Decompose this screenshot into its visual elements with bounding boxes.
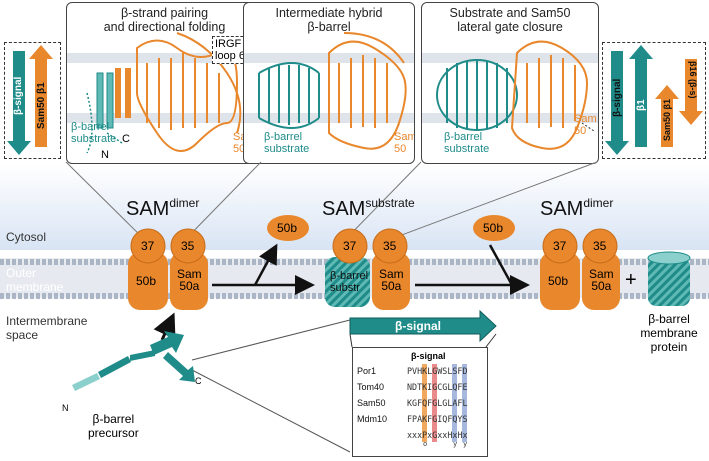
consensus-sub-2: y (453, 440, 458, 448)
beta-signal-arrow (349, 309, 497, 343)
right-strand-box: β-signal β1 Sam50 β1 β16 (β-s) (602, 42, 706, 159)
d3-35: 35 (593, 239, 607, 253)
consensus-sub-1: o (423, 440, 428, 448)
sam-dimer-2 (540, 228, 620, 310)
panel-1-n-label: N (101, 149, 109, 161)
seq-row-2: Tom40 (357, 382, 385, 392)
state-label-1: SAMdimer (126, 196, 200, 220)
plus-sign: + (625, 269, 637, 291)
inset-title: β-signal (411, 351, 446, 361)
col-highlight-4 (462, 364, 467, 442)
seq-row-3-seq: KGFQFGLGLAFL (407, 398, 468, 408)
col-highlight-3 (452, 364, 457, 442)
signal-arrow-label: β-signal (395, 319, 441, 333)
panel-3-structure (422, 40, 598, 150)
free-50b-1-label: 50b (277, 221, 298, 235)
state-label-3: SAMdimer (540, 196, 614, 220)
seq-row-3: Sam50 (357, 398, 386, 408)
precursor-c: C (195, 376, 202, 386)
precursor-n: N (62, 403, 69, 413)
free-50b-1 (267, 215, 309, 241)
d1-50b: 50b (136, 274, 157, 288)
left-strand-box: β-signal Sam50 β1 (4, 42, 61, 159)
free-50b-2 (473, 215, 515, 241)
consensus-seq: xxxPxGxxHxHx (407, 430, 468, 440)
d3-37: 37 (553, 239, 567, 253)
sam-substrate-complex (325, 228, 410, 310)
d3-50b: 50b (548, 274, 569, 288)
col-highlight-1 (422, 364, 427, 442)
consensus-sub-3: y (463, 440, 468, 448)
seq-row-4: Mdm10 (357, 414, 388, 424)
sam-dimer-1 (128, 228, 208, 310)
product-barrel (647, 251, 691, 306)
d2-37: 37 (343, 239, 357, 253)
panel-1-c-label: C (122, 133, 130, 145)
panel-1-structure (67, 32, 262, 154)
d1-37: 37 (141, 239, 155, 253)
seq-row-1: Por1 (357, 366, 377, 376)
sequence-inset: β-signal Por1 PVHKLGWSLSFD Tom40 NDTKIGC… (352, 347, 488, 457)
state-label-2: SAMsubstrate (322, 196, 415, 220)
seq-row-4-seq: FPAKFGIQFQYS (407, 414, 468, 424)
panel-2-structure (244, 32, 414, 150)
seq-row-1-seq: PVHKLGWSLSFD (407, 366, 468, 376)
col-highlight-2 (432, 364, 437, 442)
free-50b-2-label: 50b (483, 221, 504, 235)
precursor-strands (72, 331, 195, 391)
d2-35: 35 (383, 239, 397, 253)
cytosol-label: Cytosol (6, 230, 47, 244)
d1-35: 35 (181, 239, 195, 253)
seq-row-2-seq: NDTKIGCGLQFE (407, 382, 468, 392)
